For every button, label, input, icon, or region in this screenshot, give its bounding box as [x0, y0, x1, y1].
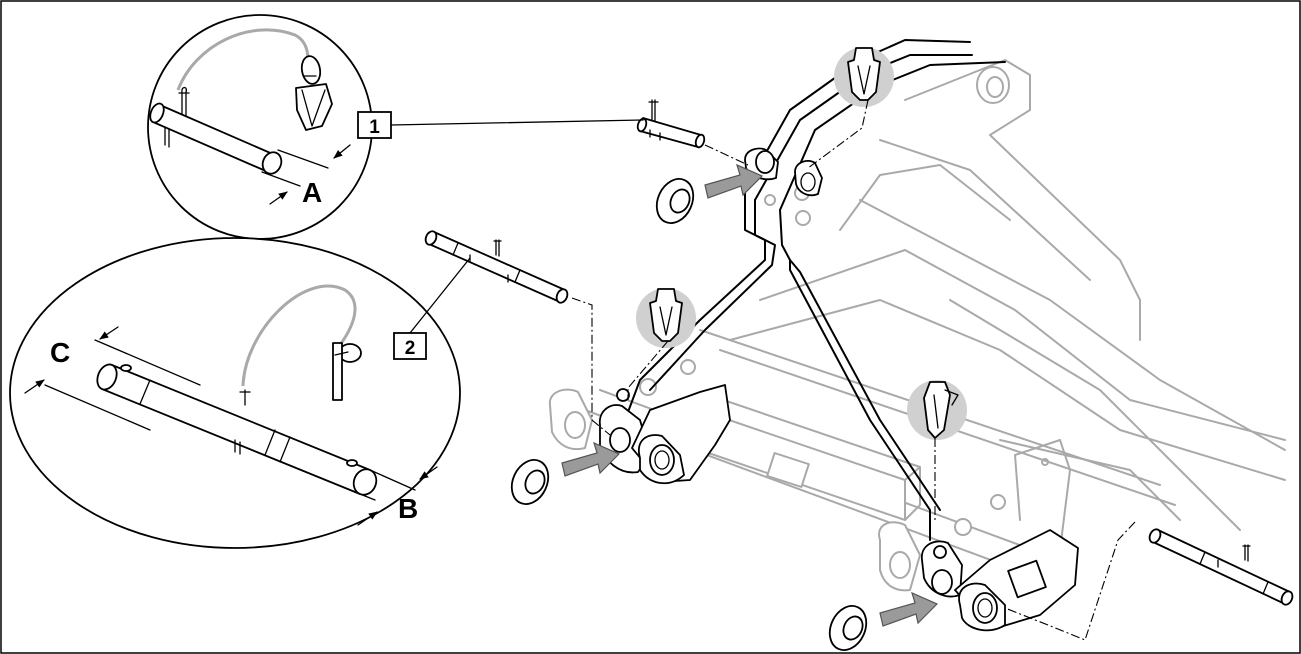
bushing-sleeve-right: [972, 592, 998, 624]
clip-badge-top: [834, 47, 894, 107]
assembly-line-clip-top: [807, 99, 869, 169]
insert-arrow-middle: [561, 441, 621, 477]
loader-frame: [548, 59, 1286, 592]
bushing-top: [755, 150, 775, 174]
bushing-left: [609, 427, 631, 453]
assembly-line-clip-mid: [627, 340, 669, 400]
callout-2-leader: [409, 257, 471, 334]
pin-3: [1148, 528, 1294, 606]
insert-arrow-top: [704, 163, 764, 199]
dimension-label-c: C: [50, 337, 70, 368]
callout-1-leader: [390, 119, 644, 126]
callout-1-box: [357, 111, 392, 139]
callout-2-box: [393, 332, 427, 360]
callout-2-label: 2: [405, 338, 416, 359]
callout-1-label: 1: [369, 117, 380, 138]
pin-2: [424, 230, 569, 304]
washer-top: [655, 178, 695, 224]
bushing-right: [931, 569, 953, 595]
washer-middle: [510, 459, 550, 505]
clip-badge-middle: [636, 288, 696, 348]
washer-bottom: [828, 605, 868, 651]
linkage-arms: [599, 39, 1079, 632]
assembly-line-pin1: [704, 144, 749, 166]
dimension-label-b: B: [398, 493, 418, 524]
clip-badge-right: [907, 380, 967, 440]
insert-arrow-bottom: [879, 591, 939, 627]
detail-ellipse-2: C B: [9, 237, 461, 549]
dimension-label-a: A: [302, 177, 322, 208]
detail-circle-1: A: [147, 14, 373, 240]
bushing-sleeve-left: [649, 444, 675, 476]
square-hitch: [1007, 559, 1047, 599]
pin-1: [636, 99, 706, 149]
plate: [766, 452, 810, 488]
